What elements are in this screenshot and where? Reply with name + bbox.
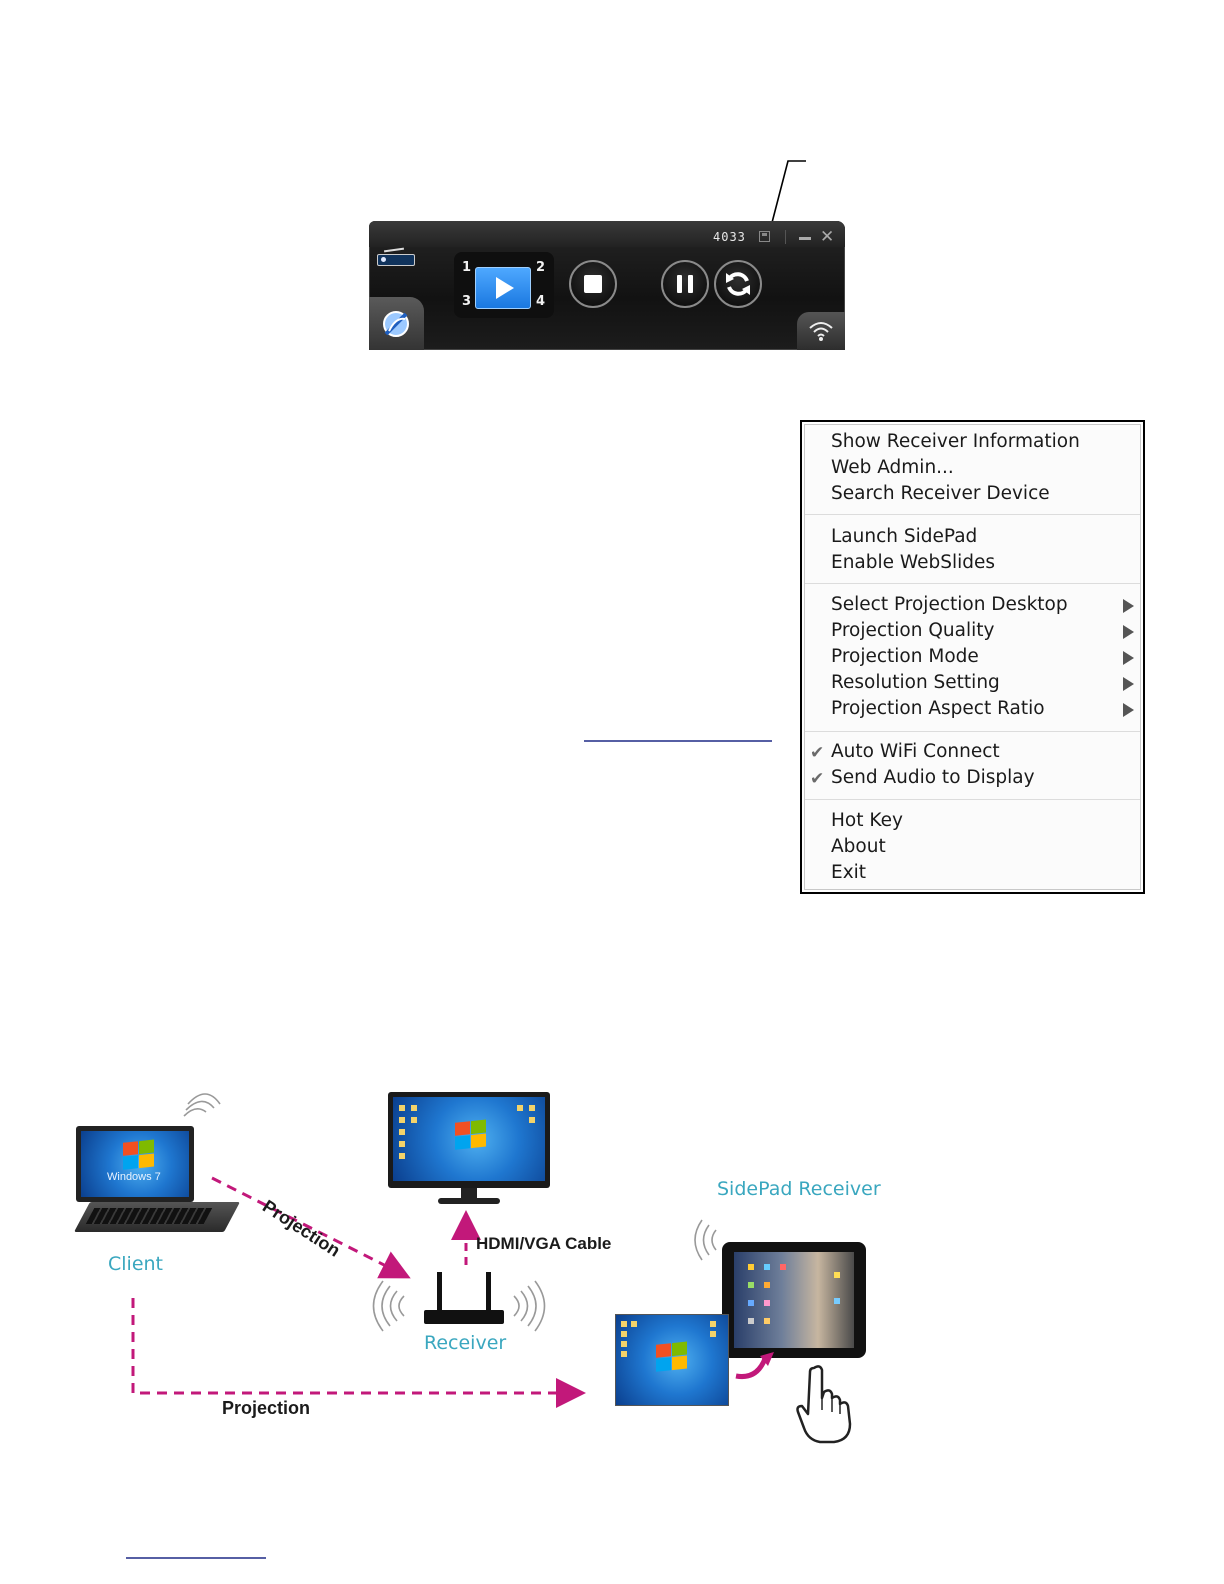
quadrant-3-label[interactable]: 3 xyxy=(462,294,472,309)
wifi-tab[interactable] xyxy=(797,312,845,350)
projection-diagram: Windows 7 Client Projection xyxy=(0,1070,1224,1470)
submenu-arrow-icon xyxy=(1123,599,1134,613)
menu-item-show-receiver-information[interactable]: Show Receiver Information xyxy=(831,431,1080,452)
projection-label-bottom: Projection xyxy=(222,1398,311,1418)
receiver-label: Receiver xyxy=(424,1332,507,1354)
menu-item-projection-mode[interactable]: Projection Mode xyxy=(831,646,979,667)
quadrant-selector: 1 2 3 4 xyxy=(454,252,554,318)
display-monitor xyxy=(388,1090,550,1208)
minimize-icon[interactable] xyxy=(799,237,811,240)
play-button[interactable] xyxy=(475,267,531,309)
submenu-arrow-icon xyxy=(1123,677,1134,691)
hand-pointer-icon xyxy=(796,1365,852,1444)
checkmark-icon: ✔ xyxy=(810,769,825,789)
titlebar-divider xyxy=(785,230,786,244)
app-logo-icon xyxy=(383,311,409,337)
menu-item-projection-quality[interactable]: Projection Quality xyxy=(831,620,995,641)
quadrant-1-label[interactable]: 1 xyxy=(462,260,472,275)
tablet-device xyxy=(722,1242,866,1358)
context-menu: Show Receiver Information Web Admin... S… xyxy=(800,420,1145,894)
context-menu-body: Show Receiver Information Web Admin... S… xyxy=(804,424,1141,890)
submenu-arrow-icon xyxy=(1123,703,1134,717)
submenu-arrow-icon xyxy=(1123,625,1134,639)
client-label: Client xyxy=(108,1253,164,1275)
menu-item-enable-webslides[interactable]: Enable WebSlides xyxy=(831,552,996,573)
refresh-icon xyxy=(726,272,750,296)
control-bar: 4033 ✕ 1 2 3 4 xyxy=(369,221,845,350)
cable-label: HDMI/VGA Cable xyxy=(476,1234,612,1253)
menu-separator xyxy=(805,799,1140,800)
menu-item-projection-aspect-ratio[interactable]: Projection Aspect Ratio xyxy=(831,698,1045,719)
menu-item-auto-wifi-connect[interactable]: Auto WiFi Connect xyxy=(831,741,1000,762)
laptop-os-label: Windows 7 xyxy=(107,1171,161,1183)
close-icon[interactable]: ✕ xyxy=(820,227,835,247)
sidepad-receiver-label: SidePad Receiver xyxy=(717,1178,881,1200)
wifi-icon xyxy=(809,322,833,341)
menu-item-hot-key[interactable]: Hot Key xyxy=(831,810,903,831)
windows-logo-icon xyxy=(656,1341,690,1375)
control-bar-titlebar xyxy=(369,221,845,247)
windows-logo-icon xyxy=(455,1119,489,1153)
submenu-arrow-icon xyxy=(1123,651,1134,665)
checkmark-icon: ✔ xyxy=(810,743,825,763)
pause-button[interactable] xyxy=(661,260,709,308)
port-number: 4033 xyxy=(713,230,746,244)
refresh-button[interactable] xyxy=(714,260,762,308)
menu-separator xyxy=(805,583,1140,584)
display-icon[interactable] xyxy=(377,254,415,266)
menu-item-launch-sidepad[interactable]: Launch SidePad xyxy=(831,526,978,547)
menu-item-select-projection-desktop[interactable]: Select Projection Desktop xyxy=(831,594,1068,615)
windows-logo-icon xyxy=(123,1139,157,1173)
desktop-screenshot xyxy=(615,1314,729,1406)
menu-item-about[interactable]: About xyxy=(831,836,886,857)
swipe-arrow-icon xyxy=(735,1352,774,1380)
app-logo-tab[interactable] xyxy=(369,297,424,350)
menu-separator xyxy=(805,514,1140,515)
menu-item-send-audio-to-display[interactable]: Send Audio to Display xyxy=(831,767,1035,788)
quadrant-4-label[interactable]: 4 xyxy=(536,294,546,309)
menu-item-resolution-setting[interactable]: Resolution Setting xyxy=(831,672,1000,693)
quadrant-2-label[interactable]: 2 xyxy=(536,260,546,275)
client-laptop: Windows 7 xyxy=(74,1126,240,1238)
menu-item-search-receiver-device[interactable]: Search Receiver Device xyxy=(831,483,1050,504)
menu-item-exit[interactable]: Exit xyxy=(831,862,867,883)
save-icon[interactable] xyxy=(759,231,770,242)
diagram-arrows xyxy=(131,1093,717,1408)
menu-separator xyxy=(805,731,1140,732)
menu-item-web-admin[interactable]: Web Admin... xyxy=(831,457,954,478)
receiver-device xyxy=(424,1272,504,1328)
stop-button[interactable] xyxy=(569,260,617,308)
